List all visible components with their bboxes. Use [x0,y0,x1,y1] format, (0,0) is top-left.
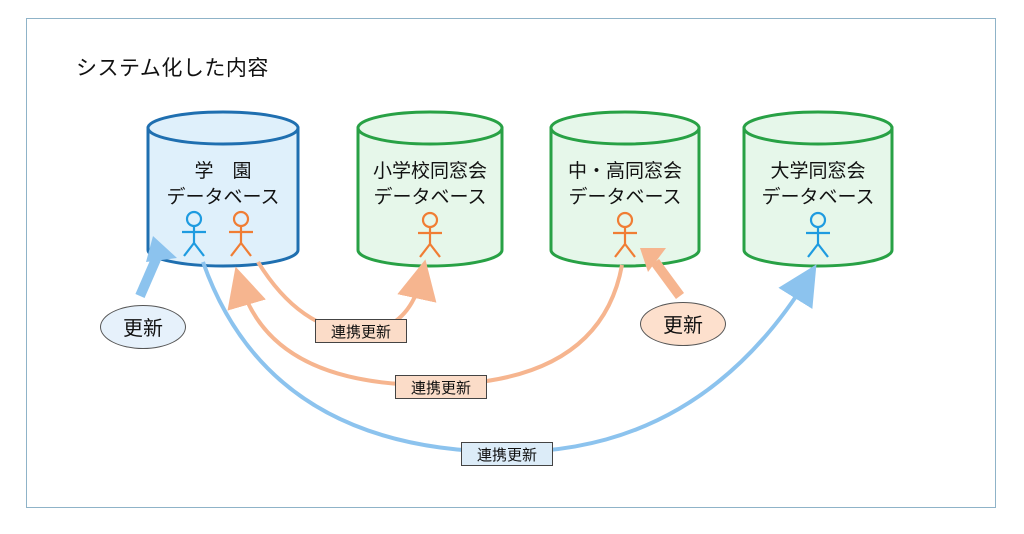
sync-arrow-junior-high [227,264,624,388]
sync-label-university: 連携更新 [461,442,553,466]
person-icon [182,210,206,257]
db-label-line1: 小学校同窓会 [372,160,487,182]
update-bubble-junior-high: 更新 [640,302,726,346]
db-label-junior-high: 中・高同窓会 データベース [551,158,699,210]
db-label-gakuen: 学 園 データベース [148,158,298,210]
db-label-line1: 学 園 [194,160,252,182]
db-label-university: 大学同窓会 データベース [744,158,892,210]
diagram-frame [26,18,996,508]
sync-arrow-university [201,261,817,455]
sync-label-elementary: 連携更新 [315,319,407,343]
person-icon [806,211,830,258]
db-label-line2: データベース [373,186,487,208]
person-icon [418,211,442,258]
person-icon [613,211,637,258]
update-arrow-junior-high [650,259,685,299]
arrow-icon [640,248,666,272]
db-label-line1: 中・高同窓会 [567,160,682,182]
arrow-icon [146,236,177,262]
sync-label-junior-high: 連携更新 [395,375,487,399]
db-label-line1: 大学同窓会 [770,160,866,182]
update-bubble-gakuen: 更新 [100,305,186,349]
db-label-line2: データベース [166,186,280,208]
person-icon [229,210,253,257]
db-label-line2: データベース [568,186,682,208]
page-title: システム化した内容 [76,56,269,80]
db-cylinder-university [742,110,894,268]
db-label-line2: データベース [761,186,875,208]
db-cylinder-junior-high [549,110,701,268]
db-label-elementary: 小学校同窓会 データベース [358,158,502,210]
db-cylinder-elementary [356,110,504,268]
